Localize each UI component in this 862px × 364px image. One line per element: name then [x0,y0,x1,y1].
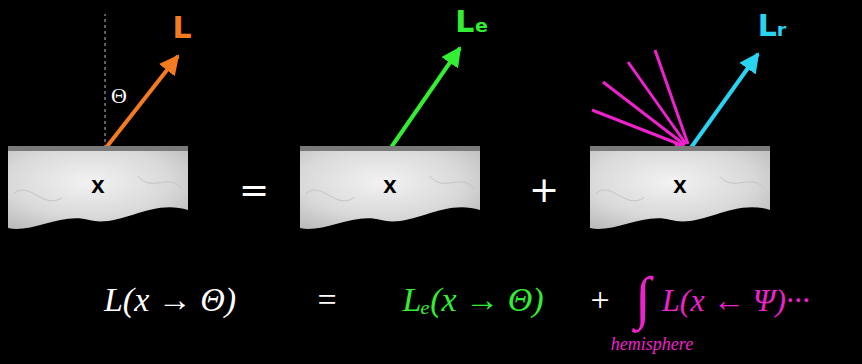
marble-body [590,150,770,229]
surface-line [8,146,188,151]
surface-block: x [590,146,770,232]
surface-line [300,146,480,151]
marble-vein [430,176,474,189]
incoming-ray [592,110,684,146]
reflected-arrow [690,54,758,149]
marble-vein [596,190,644,201]
equation-term: + [590,280,609,319]
point-label: x [673,172,686,198]
emitted-arrow [390,48,460,149]
radiance-arrow [105,56,178,149]
equation-term: L(x ← Ψ)··· [662,282,810,319]
equation-term: Lₑ(x → Θ) [402,280,543,319]
equation-term: = [317,280,336,319]
marble-vein [306,190,354,201]
surface-block: x [300,146,480,232]
surface-line [590,146,770,151]
normal-line [105,14,106,148]
radiance-label: = [239,169,269,210]
marble-body [8,150,188,229]
equation-term: L(x → Θ) [104,280,236,319]
radiance-label: L [172,11,191,46]
incoming-ray [628,62,686,144]
point-label: x [91,172,104,198]
marble-body [300,150,480,229]
point-label: x [383,172,396,198]
surface-block: x [8,146,188,232]
incoming-ray [603,82,685,145]
radiance-label: Lᵣ [758,9,787,44]
marble-vein [14,190,62,201]
equation-term: ∫ [635,265,651,332]
radiance-label: Lₑ [455,5,489,40]
incoming-ray [655,50,688,144]
radiance-label: + [529,169,559,210]
equation-term: hemisphere [611,334,693,355]
marble-vein [720,176,764,189]
radiance-label: Θ [111,83,127,108]
marble-vein [138,176,182,189]
